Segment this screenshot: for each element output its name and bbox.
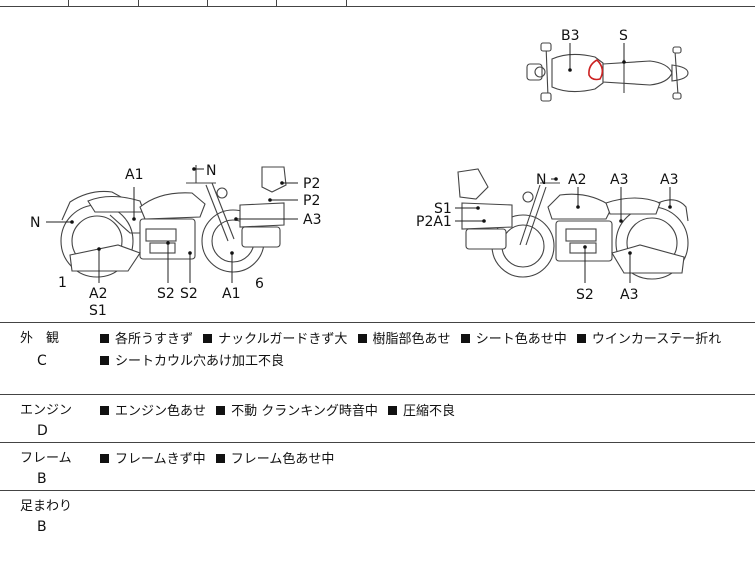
defect-text: 各所うすきず [115, 332, 194, 347]
section-frame: フレーム B フレームきず中 フレーム色あせ中 [0, 442, 755, 491]
label-p2-lower: P2 [303, 193, 320, 209]
column-divider [68, 0, 69, 6]
label-n-right: N [536, 172, 546, 188]
defect-text: 不動 クランキング時音中 [231, 404, 378, 419]
bike-right-side-view: N A2 A3 A3 S1 P2A1 S2 A3 [416, 168, 689, 303]
bullet-square-icon [357, 334, 367, 343]
diagram-canvas: B3 S [30, 28, 689, 319]
section-category: 足まわり [20, 499, 73, 514]
defect-text: フレームきず中 [115, 452, 206, 467]
defect-text: ナックルガードきず大 [218, 332, 348, 347]
section-grade: B [37, 471, 47, 487]
defect-text: エンジン色あせ [115, 404, 207, 419]
damage-highlight [588, 59, 604, 81]
bullet-square-icon [100, 356, 109, 365]
defect-item: 各所うすきず [100, 332, 193, 347]
defect-text: ウインカーステー折れ [591, 332, 722, 347]
bullet-square-icon [460, 334, 470, 343]
defect-text: 圧縮不良 [403, 404, 456, 419]
defect-text: シート色あせ中 [475, 332, 567, 347]
label-s: S [619, 28, 628, 44]
bullet-square-icon [388, 406, 398, 415]
bike-left-side-view: N A1 N P2 P2 A3 1 A2 S1 S2 S2 A1 6 [30, 163, 321, 319]
section-suspension: 足まわり B [0, 490, 755, 562]
section-engine: エンジン D エンジン色あせ 不動 クランキング時音中 圧縮不良 [0, 394, 755, 443]
defect-item: シートカウル穴あけ加工不良 [100, 354, 284, 369]
label-a2-right: A2 [568, 172, 586, 188]
top-table-edge [0, 0, 755, 7]
motorcycle-damage-diagram: B3 S [0, 7, 755, 322]
section-exterior: 外 観 C 各所うすきず ナックルガードきず大 樹脂部色あせ シート色あせ中 ウ… [0, 322, 755, 395]
label-6: 6 [255, 276, 264, 292]
defect-text: 樹脂部色あせ [372, 332, 451, 347]
label-a1-lower: A1 [222, 286, 240, 302]
bullet-square-icon [100, 334, 109, 343]
defect-item: シート色あせ中 [460, 332, 567, 347]
label-a3-right-mid: A3 [610, 172, 628, 188]
defect-text: フレーム色あせ中 [230, 452, 335, 467]
label-s1-right: S1 [434, 201, 452, 217]
column-divider [346, 0, 347, 6]
bullet-square-icon [203, 334, 213, 343]
bullet-square-icon [100, 406, 109, 415]
label-a3-right-low: A3 [620, 287, 638, 303]
bullet-square-icon [576, 334, 586, 343]
bullet-square-icon [100, 454, 109, 463]
label-s2-b: S2 [180, 286, 198, 302]
label-p2a1: P2A1 [416, 214, 452, 230]
defect-item: フレーム色あせ中 [215, 452, 335, 467]
defect-item: ナックルガードきず大 [203, 332, 347, 347]
column-divider [276, 0, 277, 6]
label-b3: B3 [561, 28, 580, 44]
defect-item: ウインカーステー折れ [576, 332, 722, 347]
label-a2-left: A2 [89, 286, 107, 302]
defect-item: 圧縮不良 [388, 404, 455, 419]
label-n-handle: N [206, 163, 216, 179]
label-s2-right: S2 [576, 287, 594, 303]
section-grade: D [37, 423, 48, 439]
label-a1-upper: A1 [125, 167, 143, 183]
section-items: エンジン色あせ 不動 クランキング時音中 圧縮不良 [100, 401, 750, 423]
section-category: 外 観 [20, 331, 60, 346]
column-divider [207, 0, 208, 6]
column-divider [138, 0, 139, 6]
label-n-left: N [30, 215, 40, 231]
defect-item: フレームきず中 [100, 452, 206, 467]
defect-text: シートカウル穴あけ加工不良 [115, 354, 285, 369]
bullet-square-icon [215, 454, 225, 463]
condition-table: 外 観 C 各所うすきず ナックルガードきず大 樹脂部色あせ シート色あせ中 ウ… [0, 322, 755, 561]
section-items: フレームきず中 フレーム色あせ中 [100, 449, 750, 471]
section-grade: B [37, 519, 47, 535]
label-s2-a: S2 [157, 286, 175, 302]
bike-top-view: B3 S [526, 28, 689, 102]
section-items: 各所うすきず ナックルガードきず大 樹脂部色あせ シート色あせ中 ウインカーステ… [100, 329, 750, 373]
label-1: 1 [58, 275, 67, 291]
label-a3-right-rear: A3 [660, 172, 678, 188]
label-a3-left: A3 [303, 212, 321, 228]
bullet-square-icon [216, 406, 226, 415]
defect-item: エンジン色あせ [100, 404, 206, 419]
defect-item: 不動 クランキング時音中 [216, 404, 378, 419]
label-p2-upper: P2 [303, 176, 320, 192]
label-s1-left: S1 [89, 303, 107, 319]
section-category: エンジン [20, 403, 73, 418]
section-grade: C [37, 353, 47, 369]
defect-item: 樹脂部色あせ [357, 332, 451, 347]
section-category: フレーム [20, 451, 72, 466]
